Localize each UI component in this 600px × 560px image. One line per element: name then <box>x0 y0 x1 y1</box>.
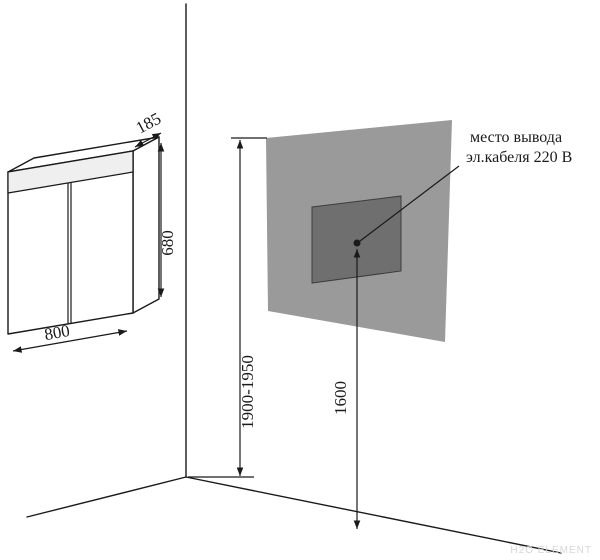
cable-note-line2: эл.кабеля 220 В <box>466 149 572 166</box>
zone-height-label: 1900-1950 <box>238 355 257 429</box>
cabinet-height-label: 680 <box>158 230 177 256</box>
outlet-height-label: 1600 <box>331 381 350 415</box>
note-leader-line <box>359 165 460 242</box>
right-floor-line <box>185 476 562 554</box>
cabinet-dimensions: 185 680 800 <box>12 109 177 353</box>
cable-note: место вывода эл.кабеля 220 В <box>359 129 572 242</box>
room-corner-lines <box>26 3 562 554</box>
left-floor-line <box>26 476 187 518</box>
outlet-height-dimension: 1600 <box>331 249 361 529</box>
zone-height-dimension: 1900-1950 <box>188 137 267 478</box>
cabinet-side-face <box>132 136 160 314</box>
cabinet-width-label: 800 <box>43 321 71 344</box>
cable-note-line1: место вывода <box>470 129 562 146</box>
cabinet-light-strip <box>7 150 134 194</box>
cabinet-drawing <box>7 136 160 335</box>
depth-dimension-line <box>134 132 162 148</box>
width-dimension-line <box>12 329 128 353</box>
cable-exit-point <box>353 239 361 247</box>
cable-outlet-area <box>311 195 402 284</box>
mounting-zone-group <box>266 120 452 342</box>
watermark: H2O ELEMENT <box>510 545 592 556</box>
